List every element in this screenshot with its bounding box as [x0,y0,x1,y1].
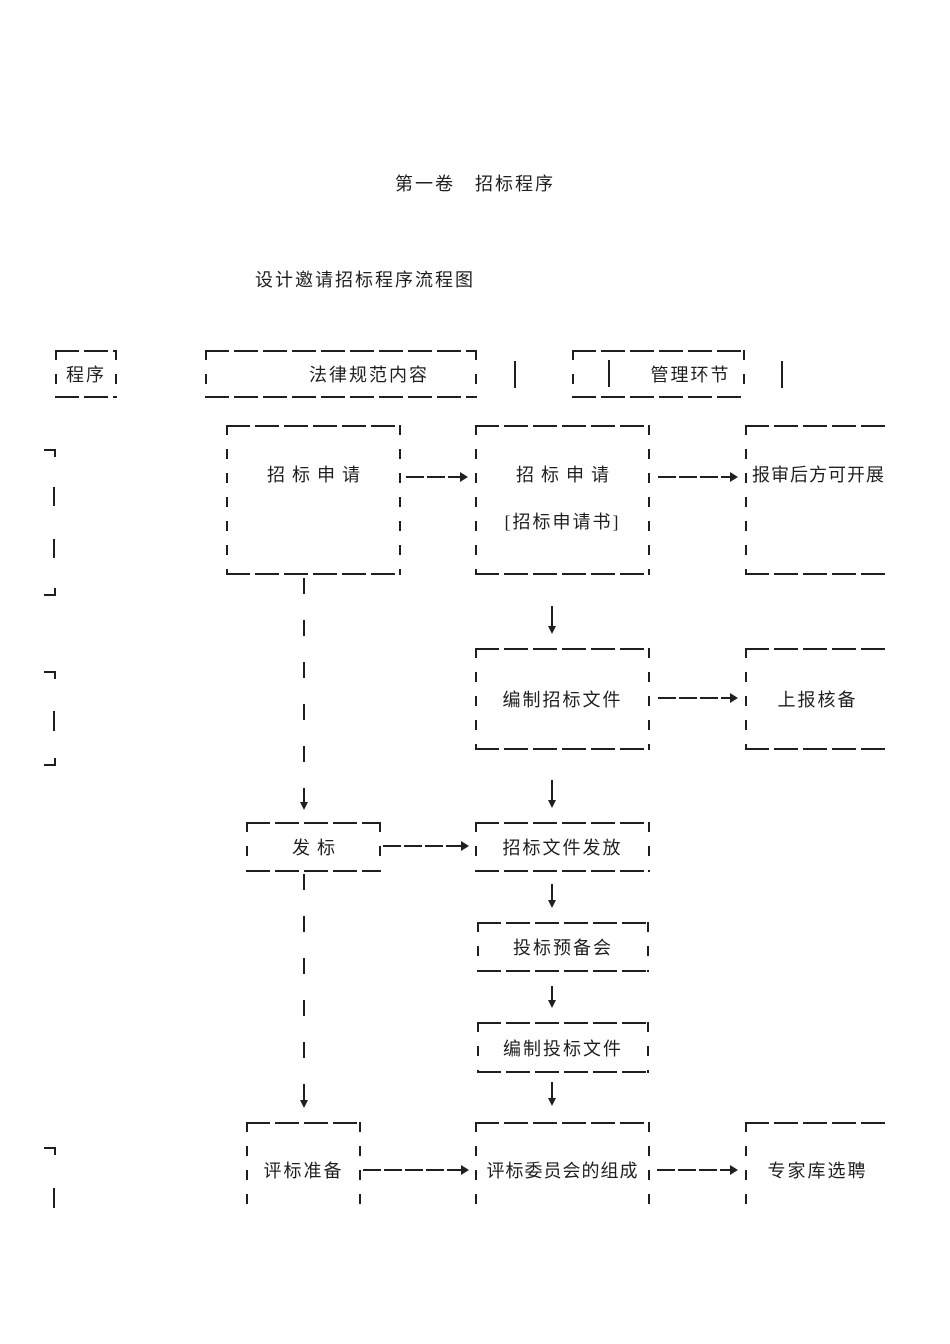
column-header-management-label: 管理环节 [650,365,731,385]
arrow-down [548,1082,556,1106]
column-header-procedure-label: 程序 [66,365,106,385]
node-sublabel: [招标申请书] [504,512,621,532]
bracket-fragment [53,1188,55,1208]
divider-bar [781,361,783,388]
bracket-fragment [44,588,56,596]
node-report-for-filing: 上报核备 [745,648,890,750]
arrow-down [548,884,556,908]
divider-bar [608,360,610,387]
flowchart-title: 设计邀请招标程序流程图 [255,270,475,290]
node-label: 招标文件发放 [502,838,623,858]
node-prepare-tender-documents: 编制招标文件 [475,648,650,750]
bracket-fragment [44,449,56,457]
node-label: 编制投标文件 [503,1038,623,1059]
arrow-right [658,472,738,482]
bracket-fragment [44,1147,56,1155]
node-label: 招标申请 [516,465,616,485]
divider-bar [514,361,516,388]
bracket-fragment [53,711,55,731]
arrow-down [548,986,556,1008]
arrow-down [548,780,556,808]
node-label: 评标准备 [263,1160,344,1181]
column-header-management: 管理环节 [572,350,745,398]
node-prepare-bid-documents: 编制投标文件 [477,1022,649,1073]
arrow-right [383,841,469,851]
node-issue-bid: 发标 [246,822,381,872]
node-expert-pool-selection: 专家库选聘 [745,1122,890,1217]
node-label: 上报核备 [777,690,858,710]
connector-dashed-down [300,578,308,810]
arrow-right [658,693,738,703]
node-label: 发标 [292,838,342,858]
node-label: 投标预备会 [513,938,613,958]
bracket-fragment [44,671,56,679]
node-evaluation-committee: 评标委员会的组成 [475,1122,650,1217]
node-label: 评标委员会的组成 [486,1160,639,1181]
page-title: 第一卷 招标程序 [395,174,555,194]
column-header-legal-content: 法律规范内容 [205,350,477,398]
column-header-legal-label: 法律规范内容 [309,365,429,385]
node-distribute-tender-documents: 招标文件发放 [475,822,650,872]
node-approval-required: 报审后方可开展 [745,425,890,575]
node-label: 招标申请 [267,465,367,485]
column-header-procedure: 程序 [55,350,117,398]
node-label: 专家库选聘 [767,1160,868,1181]
connector-dashed-down [300,874,308,1108]
arrow-down [548,606,556,634]
node-evaluation-preparation: 评标准备 [246,1122,361,1217]
node-label: 报审后方可开展 [752,465,885,485]
bracket-fragment [53,487,55,506]
node-label: 编制招标文件 [502,690,623,710]
arrow-right [657,1165,738,1175]
arrow-right [363,1165,469,1175]
node-bid-application-legal: 招标申请 [招标申请书] [475,425,650,575]
bracket-fragment [44,758,56,766]
bracket-fragment [53,539,55,558]
arrow-right [406,472,468,482]
node-bid-application-procedure: 招标申请 [226,425,401,575]
node-pre-bid-meeting: 投标预备会 [477,922,649,972]
